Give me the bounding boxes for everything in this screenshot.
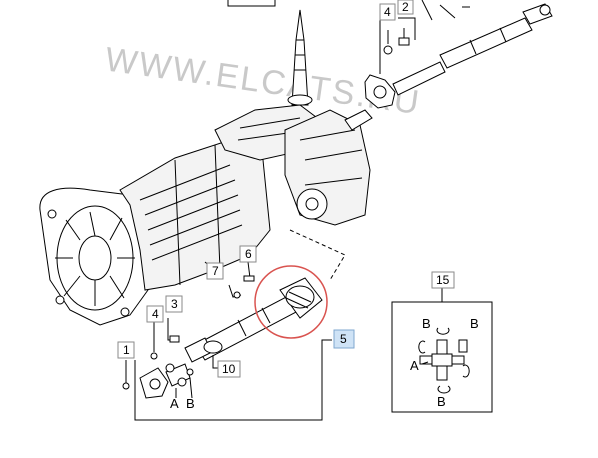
bolt-1 xyxy=(122,382,130,390)
callout-4-top: 4 xyxy=(384,5,391,19)
ring-10 xyxy=(203,340,223,354)
letter-b-detail-bottom: B xyxy=(437,394,446,409)
rear-companion-hub xyxy=(149,378,161,390)
bell-ribs xyxy=(55,211,135,306)
bolt-4-lower xyxy=(150,352,158,360)
callout-6-box[interactable] xyxy=(239,245,257,263)
front-slip-yoke xyxy=(392,61,446,96)
callout-1: 1 xyxy=(123,343,130,357)
top-clipped-box xyxy=(227,0,276,7)
gearbox-case xyxy=(119,139,271,291)
callout-15-box[interactable] xyxy=(431,271,455,289)
callout-7-box[interactable] xyxy=(206,262,224,280)
callout-15: 15 xyxy=(436,273,450,287)
rear-output-hub xyxy=(305,197,319,211)
letter-a-detail: A xyxy=(410,358,419,373)
top-bolts xyxy=(379,0,470,74)
bolt-6-head xyxy=(243,275,255,282)
snap-ring-top xyxy=(436,327,450,335)
shift-boot-base xyxy=(287,94,313,106)
front-rear-yoke-cross xyxy=(539,4,551,16)
bearing-cup-a xyxy=(177,377,187,387)
bearing-cup-right xyxy=(458,339,468,353)
rear-propeller-shaft[interactable] xyxy=(134,277,332,421)
rear-tube-bands xyxy=(237,307,271,337)
bell-bolt-hole xyxy=(55,295,65,305)
bolt-4-washer xyxy=(383,45,393,55)
top-leader-bracket xyxy=(379,17,416,74)
a-leader xyxy=(421,361,429,365)
letter-a-lower: A xyxy=(170,396,179,411)
case-seams xyxy=(174,144,221,286)
letter-b-detail-left: B xyxy=(422,316,431,331)
shift-boot-ribs xyxy=(294,39,306,71)
dashed-reference-line xyxy=(289,229,346,281)
bell-bolt-hole xyxy=(47,209,57,219)
callout-5-box[interactable] xyxy=(333,329,355,349)
spider-arm-bottom xyxy=(436,365,448,381)
ring-10-leader xyxy=(212,355,218,369)
callout-6: 6 xyxy=(245,247,252,261)
front-propeller-shaft[interactable] xyxy=(364,3,553,109)
callout-4-lower-box[interactable] xyxy=(146,305,164,323)
bearing-cup-a xyxy=(165,363,175,373)
spider-arm-top xyxy=(436,339,448,355)
snap-ring-b xyxy=(186,368,194,376)
bolt-6-leader xyxy=(247,261,251,279)
snap-ring-bottom xyxy=(437,385,451,394)
front-shaft-tube xyxy=(439,17,533,69)
front-tube-bands xyxy=(469,27,507,55)
callout-2: 2 xyxy=(402,0,409,14)
shift-lever xyxy=(291,9,309,106)
letter-b-detail-right: B xyxy=(470,316,479,331)
callout-5: 5 xyxy=(340,332,347,346)
transmission-assembly[interactable] xyxy=(39,9,373,326)
snap-ring-left xyxy=(418,340,426,354)
callout-3-box[interactable] xyxy=(165,295,183,313)
highlight-circle xyxy=(254,265,328,339)
callout-2-box[interactable] xyxy=(397,0,414,15)
callout-7: 7 xyxy=(212,264,219,278)
snap-ring-right xyxy=(462,364,470,378)
front-output xyxy=(344,109,373,131)
input-shaft-bore xyxy=(78,235,112,281)
slip-joint-ribs xyxy=(285,291,312,309)
bolt-7 xyxy=(233,291,241,299)
bolt-3-head xyxy=(169,335,180,343)
callout-10: 10 xyxy=(222,362,236,376)
detail-box-15[interactable] xyxy=(391,288,493,413)
rear-universal-joint[interactable] xyxy=(122,318,223,399)
top-pointer-line xyxy=(421,0,433,21)
front-flange-hub xyxy=(373,85,387,99)
case-ribs xyxy=(139,164,243,261)
transfer-case-lines xyxy=(299,129,363,186)
callout-5-bracket xyxy=(134,339,332,421)
callout-4-top-box[interactable] xyxy=(379,3,396,21)
callout-10-box[interactable] xyxy=(217,360,241,378)
spider-arm-left xyxy=(419,355,433,365)
letter-b-lower: B xyxy=(186,396,195,411)
spider-arm-right xyxy=(451,355,465,365)
callout-4-lower: 4 xyxy=(152,307,159,321)
top-small-marks xyxy=(439,4,470,19)
bolt-2-head xyxy=(398,37,410,46)
ab-leader-lines xyxy=(175,377,193,399)
bell-bolt-hole xyxy=(120,307,130,317)
callout-3: 3 xyxy=(171,297,178,311)
joint-letters: A B B B A B xyxy=(170,316,479,411)
callout-1-box[interactable] xyxy=(117,341,135,359)
spider-center xyxy=(431,353,453,367)
callout-labels: 4 2 6 7 3 4 1 5 10 15 xyxy=(117,0,455,378)
